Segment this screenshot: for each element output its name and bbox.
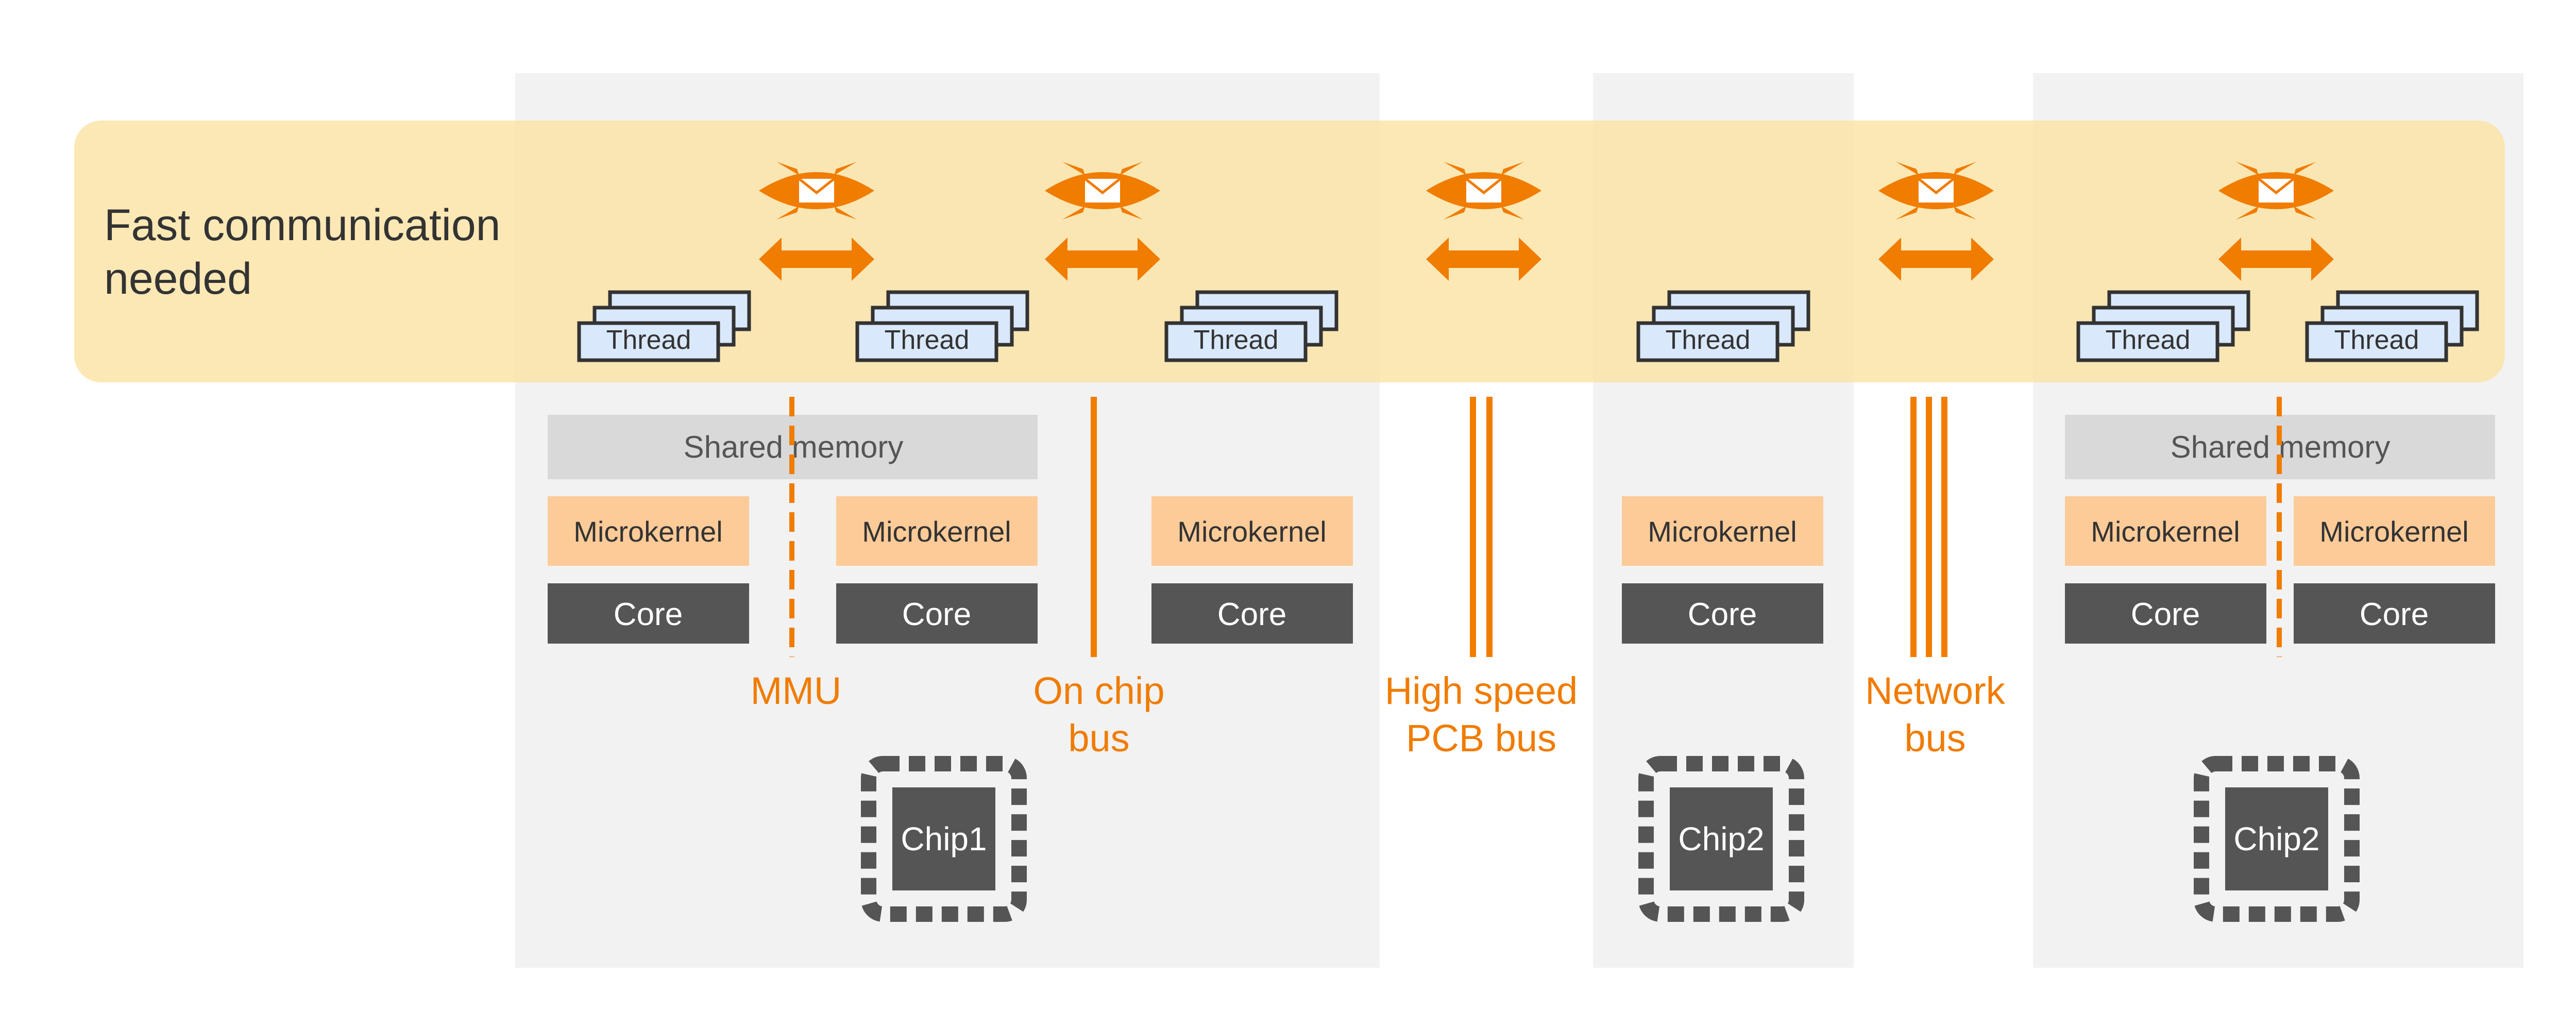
core-label: Core [2131, 597, 2200, 632]
core-box: Core [836, 583, 1038, 644]
chip1-label: Chip1 [901, 820, 987, 857]
thread-stack: Thread [1638, 292, 1808, 360]
thread-stack: Thread [2078, 292, 2248, 360]
microkernel-box: Microkernel [2065, 496, 2266, 566]
thread-stack: Thread [1166, 292, 1336, 360]
banner-title-line1: Fast communication [104, 200, 501, 250]
onchip-bus-label-line1: On chip [1033, 669, 1164, 712]
core-box: Core [2294, 583, 2495, 644]
thread-label: Thread [606, 325, 691, 355]
microkernel-box: Microkernel [836, 496, 1038, 566]
thread-label: Thread [885, 325, 970, 355]
thread-label: Thread [2106, 325, 2191, 355]
microkernel-label: Microkernel [2091, 515, 2240, 548]
thread-stack: Thread [2307, 292, 2477, 360]
core-label: Core [2360, 597, 2429, 632]
pcb-bus-label-line2: PCB bus [1406, 717, 1556, 760]
core-box: Core [548, 583, 749, 644]
pcb-bus-label-line1: High speed [1385, 669, 1578, 712]
core-box: Core [1622, 583, 1823, 644]
chip-icon: Chip2 [1638, 756, 1804, 922]
thread-label: Thread [2334, 325, 2419, 355]
chip3-label: Chip2 [2233, 820, 2319, 857]
microkernel-box: Microkernel [2294, 496, 2495, 566]
thread-label: Thread [1194, 325, 1279, 355]
core-label: Core [902, 597, 971, 632]
chip2-label: Chip2 [1678, 820, 1764, 857]
mmu-label: MMU [751, 669, 842, 712]
microkernel-box: Microkernel [1622, 496, 1823, 566]
network-bus-label-line1: Network [1865, 669, 2005, 712]
microkernel-box: Microkernel [1151, 496, 1353, 566]
microkernel-label: Microkernel [573, 515, 722, 548]
microkernel-label: Microkernel [1648, 515, 1797, 548]
thread-stack: Thread [579, 292, 749, 360]
network-bus-label-line2: bus [1904, 717, 1965, 760]
core-label: Core [614, 597, 683, 632]
banner-title-line2: needed [104, 254, 252, 304]
thread-stack: Thread [857, 292, 1027, 360]
core-box: Core [1151, 583, 1353, 644]
microkernel-box: Microkernel [548, 496, 749, 566]
onchip-bus-label-line2: bus [1068, 717, 1129, 760]
chip-icon: Chip1 [861, 756, 1027, 922]
chip-icon: Chip2 [2194, 756, 2360, 922]
microkernel-label: Microkernel [2319, 515, 2468, 548]
microkernel-label: Microkernel [1177, 515, 1326, 548]
microkernel-label: Microkernel [862, 515, 1011, 548]
core-box: Core [2065, 583, 2266, 644]
thread-label: Thread [1666, 325, 1751, 355]
core-label: Core [1688, 597, 1757, 632]
core-label: Core [1217, 597, 1286, 632]
